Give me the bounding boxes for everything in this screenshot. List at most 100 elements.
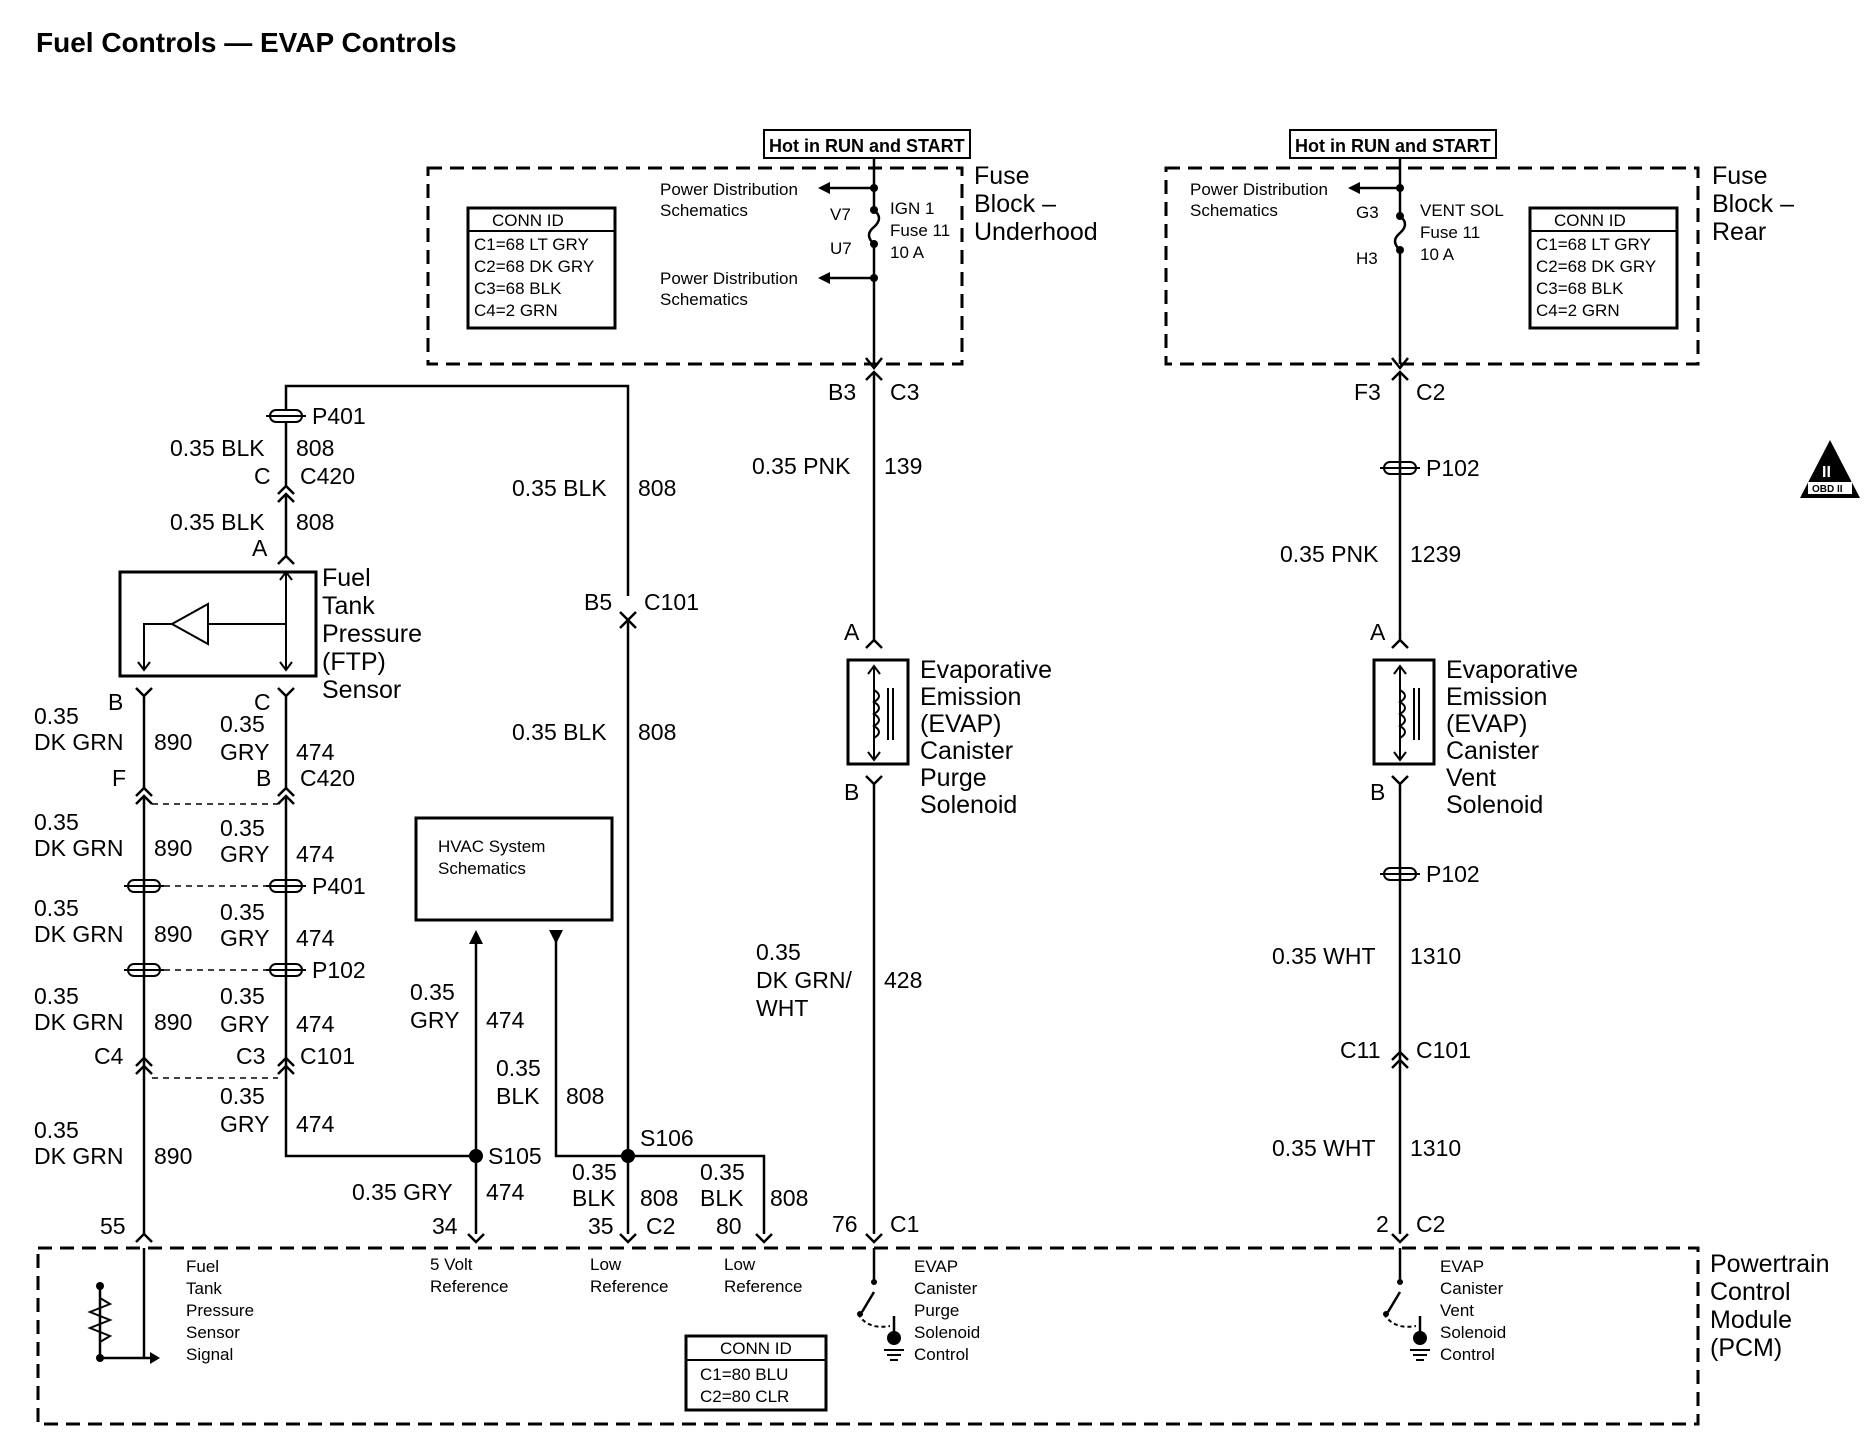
power-distribution-label: Power Distribution <box>660 269 798 288</box>
p102-connector-icon <box>124 963 306 977</box>
wire-label: 0.35 BLK <box>512 719 607 745</box>
wire-color: DK GRN <box>34 835 123 861</box>
p102-connector-icon <box>1380 461 1420 475</box>
wire-circuit: 474 <box>296 1011 335 1037</box>
connector-label: C3 <box>890 379 919 405</box>
fuse-pin-label: G3 <box>1356 203 1379 222</box>
wire-color: DK GRN <box>34 1143 123 1169</box>
conn-id-row: C1=68 LT GRY <box>474 235 589 254</box>
wire-label: 0.35 WHT <box>1272 1135 1376 1161</box>
wire-color: WHT <box>756 995 808 1021</box>
fuse-block-name: Fuse <box>1712 162 1768 190</box>
pcm-name: (PCM) <box>1710 1334 1782 1362</box>
sensor-name: Sensor <box>322 676 401 704</box>
wire-color: BLK <box>496 1083 540 1109</box>
solenoid-name: Vent <box>1446 764 1496 792</box>
connector-pin-label: C <box>254 463 271 489</box>
solenoid-name: Solenoid <box>920 791 1017 819</box>
fuse-pin-label: H3 <box>1356 249 1378 268</box>
wire-circuit: 808 <box>770 1185 808 1211</box>
wire-label: 0.35 PNK <box>1280 541 1379 567</box>
wire-color: DK GRN <box>34 1009 123 1035</box>
pcm-pin: 76 <box>832 1211 858 1237</box>
wire-circuit: 890 <box>154 729 192 755</box>
wire-color: DK GRN <box>34 729 123 755</box>
blk-808-branch: 0.35 BLK 808 B5 C101 0.35 BLK 808 <box>512 475 699 1156</box>
connector-label: P401 <box>312 403 366 429</box>
connector-label: C420 <box>300 463 355 489</box>
wire-circuit: 1310 <box>1410 943 1461 969</box>
pcm-signal-label: Signal <box>186 1345 233 1364</box>
solenoid-pin-label: A <box>844 619 860 645</box>
fuse-pin-label: V7 <box>830 205 851 224</box>
fuse-block-name: Block – <box>1712 190 1794 218</box>
sensor-name: Tank <box>322 592 375 620</box>
pcm-signal-label: Reference <box>724 1277 802 1296</box>
connector-pin-label: B <box>256 765 271 791</box>
purge-circuit: B3 C3 0.35 PNK 139 A Evaporative Emissio… <box>752 357 1052 1244</box>
wire-circuit: 808 <box>296 435 334 461</box>
fuse-block-underhood-outline <box>426 166 964 366</box>
pcm-control-label: EVAP <box>914 1257 958 1276</box>
wire-circuit: 890 <box>154 1143 192 1169</box>
power-distribution-label: Power Distribution <box>1190 180 1328 199</box>
solenoid-name: Canister <box>920 737 1013 765</box>
connector-pin-label: B3 <box>828 379 856 405</box>
pcm-name: Powertrain <box>1710 1250 1830 1278</box>
wire-circuit: 474 <box>296 739 335 765</box>
conn-id-title-rear: CONN ID <box>1554 211 1626 230</box>
solenoid-name: Evaporative <box>1446 656 1578 684</box>
wire-circuit: 474 <box>486 1179 525 1205</box>
pcm-control-label: Control <box>914 1345 969 1364</box>
pcm-outline <box>36 1246 1700 1426</box>
solenoid-name: (EVAP) <box>920 710 1002 738</box>
wire-circuit: 808 <box>296 509 334 535</box>
pcm-control-label: Canister <box>914 1279 978 1298</box>
pcm-signal-label: Low <box>724 1255 756 1274</box>
solenoid-pin-label: B <box>1370 779 1385 805</box>
fuse-label: VENT SOL <box>1420 201 1504 220</box>
wire-circuit: 890 <box>154 921 192 947</box>
sensor-name: Fuel <box>322 564 371 592</box>
arrow-left-icon <box>818 182 830 194</box>
wire-size: 0.35 <box>410 979 455 1005</box>
sensor-name: (FTP) <box>322 648 386 676</box>
conn-id-title-underhood: CONN ID <box>492 211 564 230</box>
pcm-pin: 55 <box>100 1213 126 1239</box>
solenoid-name: Emission <box>920 683 1021 711</box>
wire-color: GRY <box>220 739 269 765</box>
connector-pin-label: F3 <box>1354 379 1381 405</box>
conn-id-row: C2=68 DK GRY <box>1536 257 1656 276</box>
wire-circuit: 139 <box>884 453 922 479</box>
pcm-connector: C1 <box>890 1211 919 1237</box>
fuse-block-rear-outline <box>1164 166 1700 366</box>
pcm-signal-label: Pressure <box>186 1301 254 1320</box>
connector-label: P102 <box>312 957 366 983</box>
fuse-block-underhood: Hot in RUN and START CONN ID C1=68 LT GR… <box>426 129 1098 366</box>
wire-label: 0.35 BLK <box>170 435 265 461</box>
pcm-pin: 2 <box>1376 1211 1389 1237</box>
connector-pin-label: B5 <box>584 589 612 615</box>
pcm-control-label: Purge <box>914 1301 959 1320</box>
hvac-schematics-box <box>414 816 614 922</box>
wire-color: GRY <box>220 925 269 951</box>
pcm-signal-label: Reference <box>430 1277 508 1296</box>
pcm-control-label: Control <box>1440 1345 1495 1364</box>
fuse-label: Fuse 11 <box>1420 223 1480 242</box>
wire-circuit: 808 <box>638 719 676 745</box>
wire-color: GRY <box>220 1011 269 1037</box>
conn-id-title: CONN ID <box>720 1339 792 1358</box>
wire-size: 0.35 <box>496 1055 541 1081</box>
pcm-signal-label: 5 Volt <box>430 1255 473 1274</box>
conn-id-box-underhood <box>466 206 617 330</box>
wire-color: DK GRN <box>34 921 123 947</box>
fuse-icon <box>867 209 881 245</box>
vent-control-switch-icon <box>1383 1248 1430 1361</box>
wire-circuit: 428 <box>884 967 922 993</box>
conn-id-row: C3=68 BLK <box>474 279 562 298</box>
wire-color: GRY <box>220 841 269 867</box>
conn-id-row: C4=2 GRN <box>474 301 558 320</box>
wire-circuit: 890 <box>154 1009 192 1035</box>
wire-circuit: 474 <box>486 1007 525 1033</box>
hvac-label: Schematics <box>438 859 526 878</box>
